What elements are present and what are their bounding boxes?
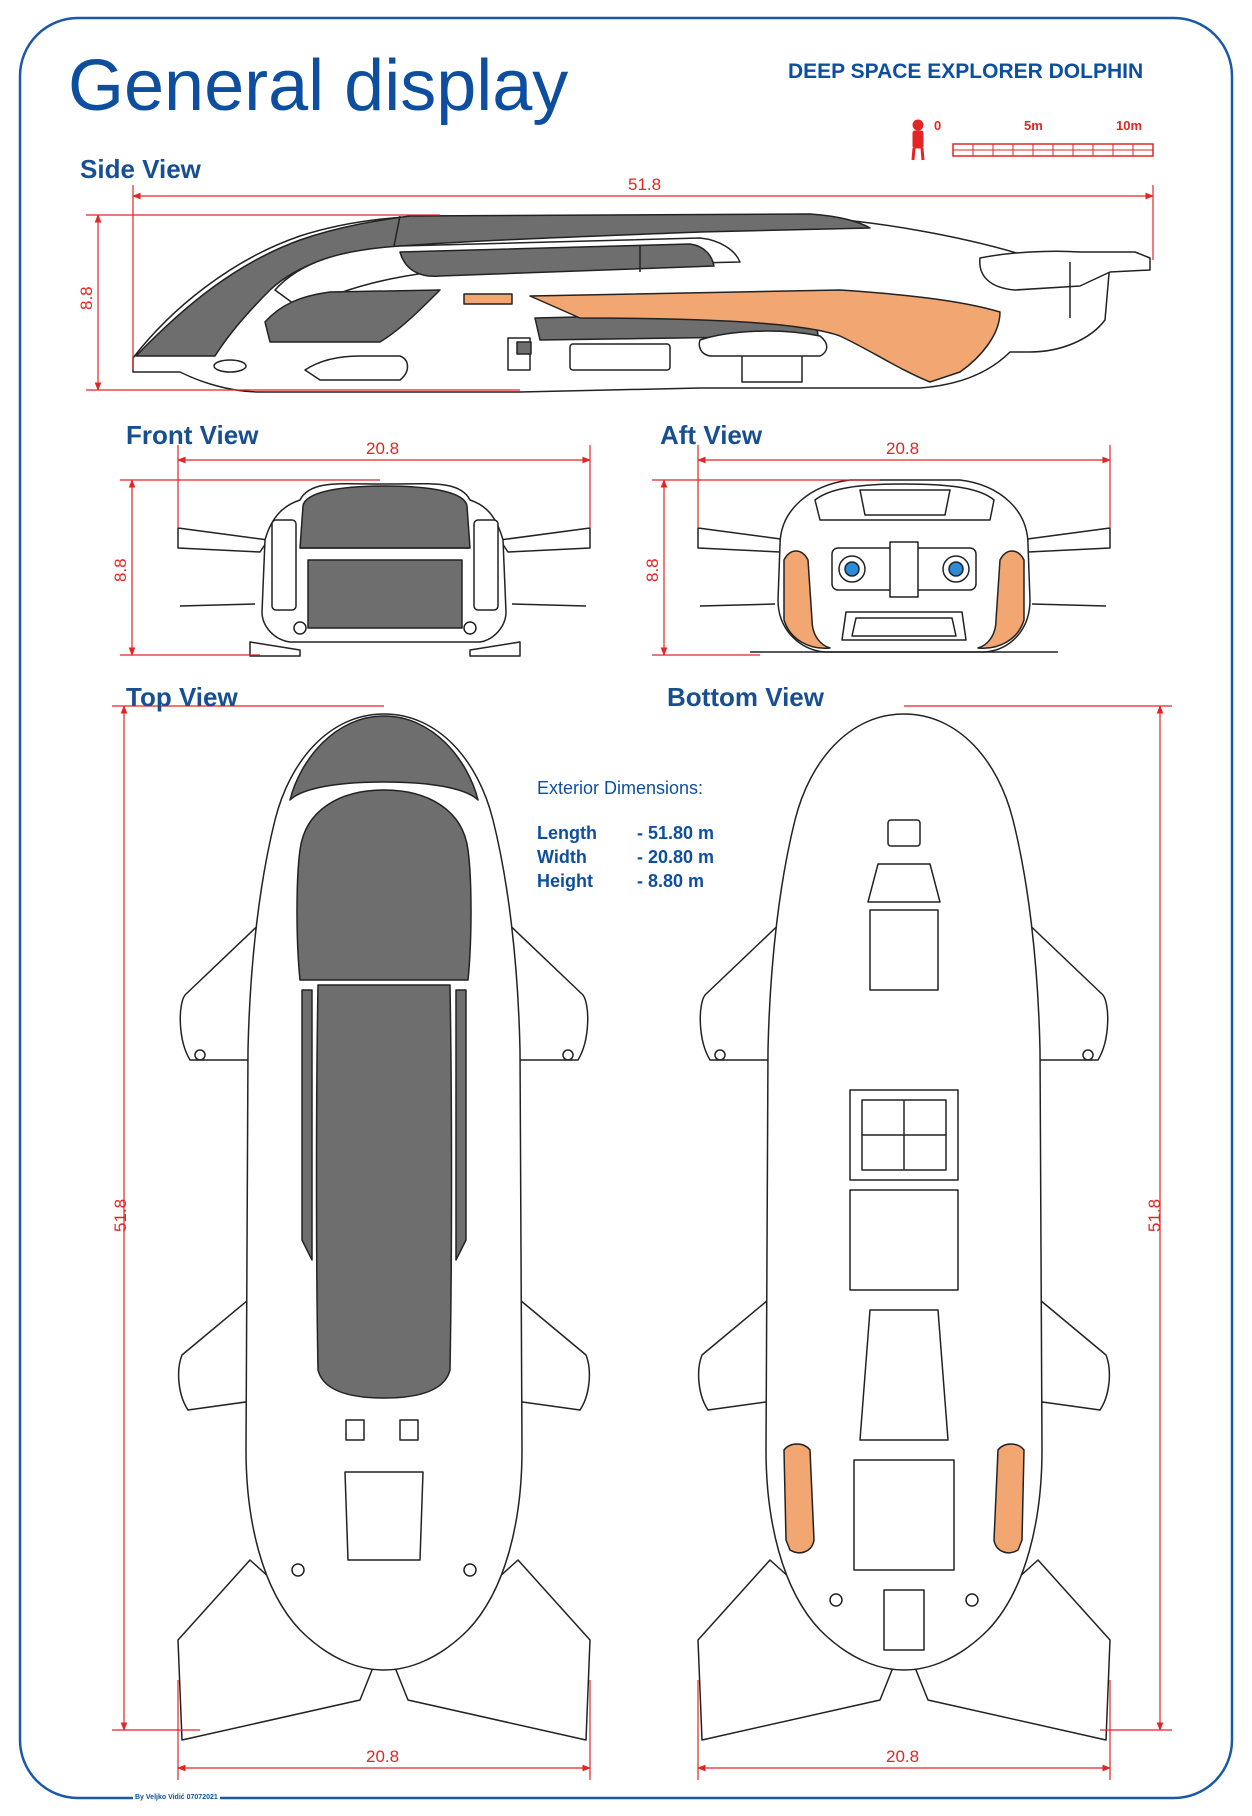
bottom-view-title: Bottom View <box>667 682 824 712</box>
aft-view-drawing <box>697 479 1111 653</box>
exterior-dimensions-heading: Exterior Dimensions: <box>537 778 704 798</box>
project-name: DEEP SPACE EXPLORER DOLPHIN <box>788 60 1144 83</box>
scale-label-10m: 10m <box>1116 118 1142 133</box>
scale-label-0: 0 <box>934 118 941 133</box>
front-view-drawing <box>177 482 591 657</box>
dimension-value: - 8.80 m <box>637 871 705 891</box>
top-view-dimensions <box>112 705 591 1780</box>
aft-view-dimensions <box>652 445 1111 656</box>
dimension-label: Length <box>537 823 597 843</box>
dimension-label: Width <box>537 847 587 867</box>
front-view-title: Front View <box>126 420 259 450</box>
scale-bar: 0 5m 10m <box>911 118 1154 161</box>
side-view-title: Side View <box>80 154 201 184</box>
bottom-width-label: 20.8 <box>886 1747 919 1766</box>
aft-width-label: 20.8 <box>886 439 919 458</box>
dimension-value: - 20.80 m <box>637 847 715 867</box>
top-view-drawing <box>177 713 591 1741</box>
dimension-row-length: Length - 51.80 m <box>537 823 714 844</box>
dimension-row-height: Height - 8.80 m <box>537 871 714 892</box>
side-height-label: 8.8 <box>77 286 96 310</box>
dimension-value: - 51.80 m <box>637 823 715 843</box>
side-view-dimensions <box>86 185 1154 391</box>
author-credit: By Veljko Vidić 07072021 <box>133 1794 220 1801</box>
bottom-view-dimensions <box>697 705 1172 1780</box>
side-view-drawing <box>132 213 1151 393</box>
dimension-label: Height <box>537 871 593 891</box>
page-title: General display <box>68 46 569 126</box>
aft-height-label: 8.8 <box>643 558 662 582</box>
exterior-dimensions-panel: Exterior Dimensions: Length - 51.80 m Wi… <box>537 778 714 895</box>
aft-view-title: Aft View <box>660 420 763 450</box>
dimension-row-width: Width - 20.80 m <box>537 847 714 868</box>
front-height-label: 8.8 <box>111 558 130 582</box>
top-view-title: Top View <box>126 682 238 712</box>
top-length-label: 51.8 <box>111 1199 130 1232</box>
front-view-dimensions <box>120 445 591 656</box>
front-width-label: 20.8 <box>366 439 399 458</box>
human-figure-icon <box>911 119 925 161</box>
sheet-border <box>18 16 1234 1800</box>
bottom-view-drawing <box>697 713 1111 1741</box>
side-length-label: 51.8 <box>628 175 661 194</box>
bottom-length-label: 51.8 <box>1145 1199 1164 1232</box>
scale-label-5m: 5m <box>1024 118 1043 133</box>
top-width-label: 20.8 <box>366 1747 399 1766</box>
